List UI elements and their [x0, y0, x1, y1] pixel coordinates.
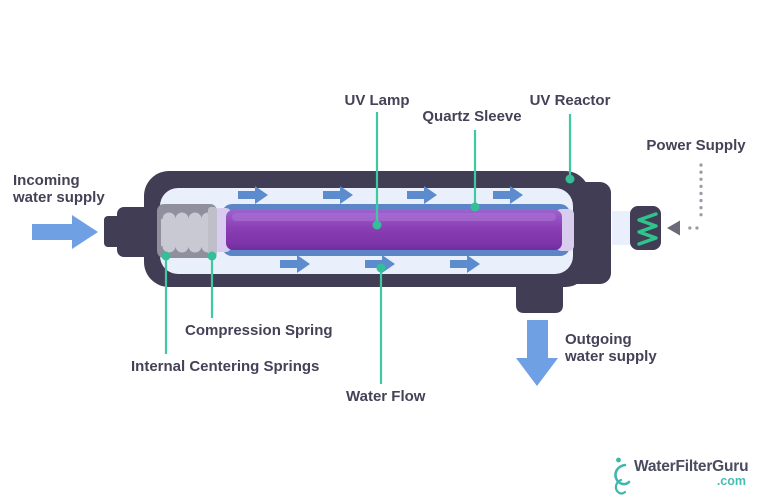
outgoing-line1: Outgoing	[565, 331, 632, 348]
water-flow-label: Water Flow	[346, 388, 426, 405]
flow-arrow-icon	[407, 186, 437, 204]
flow-arrow-icon	[280, 255, 310, 273]
water-swirl-icon	[614, 457, 631, 495]
internal-centering-springs-label: Internal Centering Springs	[131, 358, 320, 375]
leader-dots	[161, 174, 575, 273]
coil-zigzag-icon	[637, 212, 658, 246]
logo-name: WaterFilterGuru	[634, 458, 749, 475]
flow-arrow-icon	[493, 186, 523, 204]
uv-lamp-label: UV Lamp	[344, 92, 410, 109]
spring-end-plate	[208, 207, 217, 256]
brand-logo: WaterFilterGuru .com	[610, 452, 750, 496]
outgoing-arrow-icon	[516, 320, 558, 386]
flow-arrow-icon	[323, 186, 353, 204]
power-connector	[612, 206, 661, 250]
incoming-line2: water supply	[13, 189, 105, 206]
incoming-line1: Incoming	[13, 172, 80, 189]
inlet-port	[104, 207, 151, 257]
leader-lines	[164, 112, 572, 384]
outgoing-line2: water supply	[565, 348, 657, 365]
power-supply-pointer	[667, 163, 703, 236]
flow-arrow-icon	[450, 255, 480, 273]
incoming-water-label: Incoming water supply	[13, 172, 105, 206]
dotted-left-arrow-icon	[667, 220, 680, 236]
outgoing-water-label: Outgoing water supply	[565, 331, 657, 365]
quartz-sleeve-label: Quartz Sleeve	[422, 108, 522, 125]
outlet-port	[516, 280, 563, 313]
logo-tld: .com	[716, 474, 746, 488]
power-supply-label: Power Supply	[646, 137, 746, 154]
incoming-arrow-icon	[32, 215, 98, 249]
uv-lamp-highlight	[232, 213, 556, 221]
compression-spring-label: Compression Spring	[185, 322, 333, 339]
flow-arrow-icon	[238, 186, 268, 204]
water-flow-arrows-top	[238, 186, 523, 204]
compression-spring-graphic	[157, 204, 217, 258]
uv-reactor-label: UV Reactor	[529, 92, 611, 109]
